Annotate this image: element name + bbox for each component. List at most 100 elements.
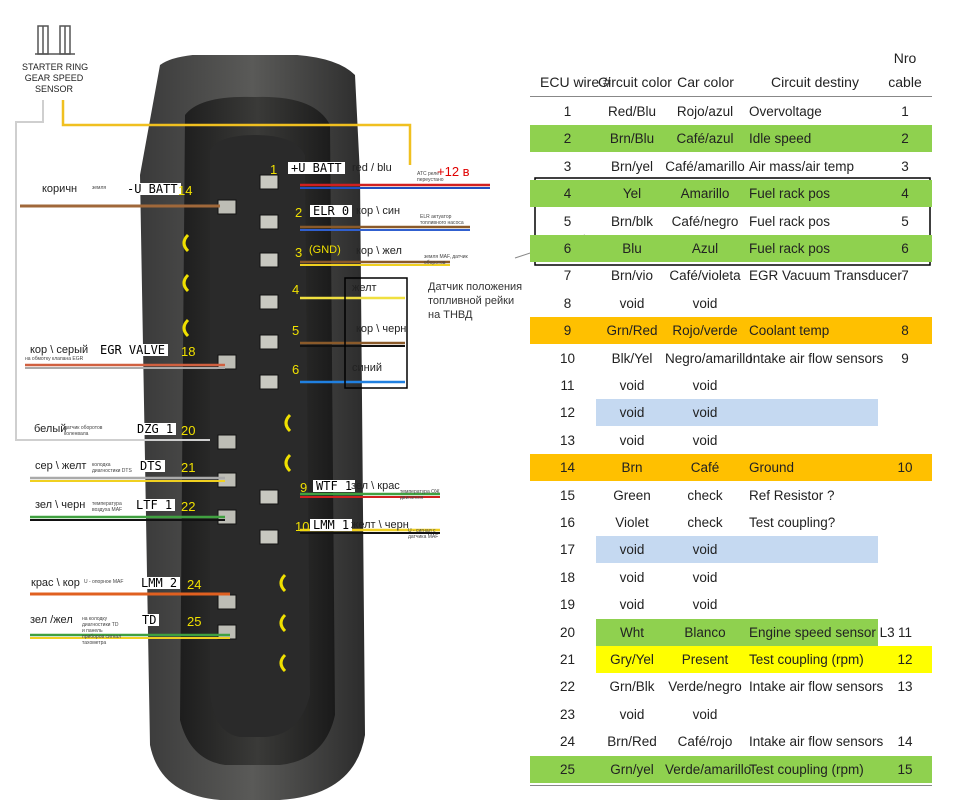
cell-ecu: 8 — [563, 295, 572, 311]
cell-destiny: EGR Vacuum Transducer — [749, 268, 902, 284]
pin-function-label: -U BATT — [124, 183, 181, 195]
cell-ecu: 9 — [563, 323, 572, 339]
pin-function-label: TD — [139, 614, 160, 626]
pin-number: 24 — [187, 577, 202, 592]
wire-note: колодка диагностики DTS — [92, 462, 132, 474]
cell-cable: 2 — [901, 131, 909, 147]
cell-car: Blanco — [684, 624, 726, 640]
cell-circuit: Brn — [621, 460, 643, 476]
cell-circuit: void — [619, 706, 645, 722]
cell-car: Rojo/verde — [672, 323, 738, 339]
wire-note: температура ОЖ двигателя — [400, 489, 440, 501]
cell-circuit: Wht — [619, 624, 644, 640]
cell-circuit: void — [619, 295, 645, 311]
wire-color-label: белый — [34, 423, 67, 435]
cell-destiny: Air mass/air temp — [749, 158, 855, 174]
cell-circuit: Blu — [622, 241, 642, 256]
empty-cavity-marker — [182, 273, 190, 293]
wire-note: земля — [92, 185, 107, 191]
pin-number: 1 — [270, 162, 278, 177]
cell-car: Verde/negro — [668, 679, 742, 695]
cell-cable: 8 — [901, 323, 909, 339]
cell-destiny: Test coupling (rpm) — [749, 761, 864, 777]
cell-car: Café/rojo — [677, 734, 733, 750]
cell-circuit: void — [619, 405, 645, 421]
table-bottom-rule — [530, 785, 932, 786]
cell-ecu: 5 — [563, 213, 572, 229]
cell-cable: 6 — [901, 241, 909, 256]
cell-circuit: Grn/Blk — [609, 679, 655, 695]
cell-ecu: 23 — [559, 706, 576, 722]
rack-sensor-box — [344, 277, 408, 389]
cell-destiny: Idle speed — [749, 131, 812, 147]
wire-color-label: зел \ черн — [35, 499, 86, 511]
cell-cable — [875, 564, 935, 591]
wire-note: ELR актуатор топливного насоса — [420, 214, 464, 226]
cell-cable — [875, 591, 935, 618]
sensor-label-line: GEAR SPEED — [24, 73, 84, 83]
wire-note: на колодку диагностики TD и панель прибо… — [82, 616, 122, 646]
cell-destiny: Fuel rack pos — [749, 241, 831, 256]
wire-color-label: зел \ крас — [351, 480, 400, 492]
wire-note: земля MAF, датчик оборотов — [424, 254, 468, 266]
cell-ecu: 21 — [559, 652, 576, 667]
connector-pin — [259, 334, 279, 350]
empty-cavity-marker — [279, 573, 287, 593]
header-circuit-destiny: Circuit destiny — [771, 74, 859, 90]
cell-circuit: void — [619, 542, 645, 558]
pin-function-label: (GND) — [309, 244, 341, 256]
pin-number: 18 — [181, 344, 196, 359]
cell-cable: 9 — [901, 350, 909, 366]
fuel-rack-highlight-box — [534, 177, 931, 266]
cell-destiny: Coolant temp — [749, 323, 830, 339]
wire-color-label: крас \ кор — [31, 577, 80, 589]
cell-circuit: void — [619, 378, 645, 393]
cell-cable — [875, 399, 935, 426]
pin-number: 3 — [295, 245, 303, 260]
header-cable: cable — [888, 74, 922, 90]
cell-ecu: 6 — [563, 241, 572, 256]
empty-cavity-marker — [279, 613, 287, 633]
cell-cable — [875, 509, 935, 536]
pin-number: 4 — [292, 282, 300, 297]
cell-ecu: 3 — [563, 158, 572, 174]
cell-destiny: Intake air flow sensors — [749, 679, 884, 695]
wire-color-label: желт \ черн — [351, 519, 409, 531]
cell-cable — [875, 290, 935, 317]
connector-pin — [259, 214, 279, 230]
wire-note: на обмотку клапана EGR — [25, 356, 84, 362]
cell-destiny: Test coupling? — [749, 515, 836, 530]
cell-circuit: Yel — [622, 186, 642, 202]
pin-function-label: +U BATT — [288, 162, 345, 174]
cell-car: void — [692, 542, 718, 558]
pin-function-label: DZG 1 — [134, 423, 177, 435]
wire-note: температура воздуха MAF — [92, 501, 123, 513]
cell-ecu: 16 — [559, 515, 576, 530]
cell-cable: 12 — [897, 652, 913, 667]
row-highlight — [596, 399, 878, 427]
wire-color-label: кор \ черн — [356, 323, 407, 335]
sensor-label-line: SENSOR — [34, 84, 73, 94]
cell-cable — [875, 482, 935, 509]
ecu-connector-photo — [140, 55, 365, 800]
pin-number: 21 — [181, 460, 196, 475]
wire-note: U - опорное MAF — [84, 579, 124, 585]
header-ecu-wire: ECU wire # — [540, 74, 611, 90]
cell-car: Amarillo — [680, 186, 730, 202]
wire-note: U - сигнал с датчика MAF — [408, 528, 439, 540]
cell-cable: 15 — [897, 761, 913, 777]
cell-circuit: Red/Blu — [607, 104, 657, 119]
empty-cavity-marker — [284, 413, 292, 433]
pin-number: 20 — [181, 423, 196, 438]
pin-function-label: ELR 0 — [310, 205, 353, 217]
plus12-label: +12 в — [437, 164, 470, 179]
